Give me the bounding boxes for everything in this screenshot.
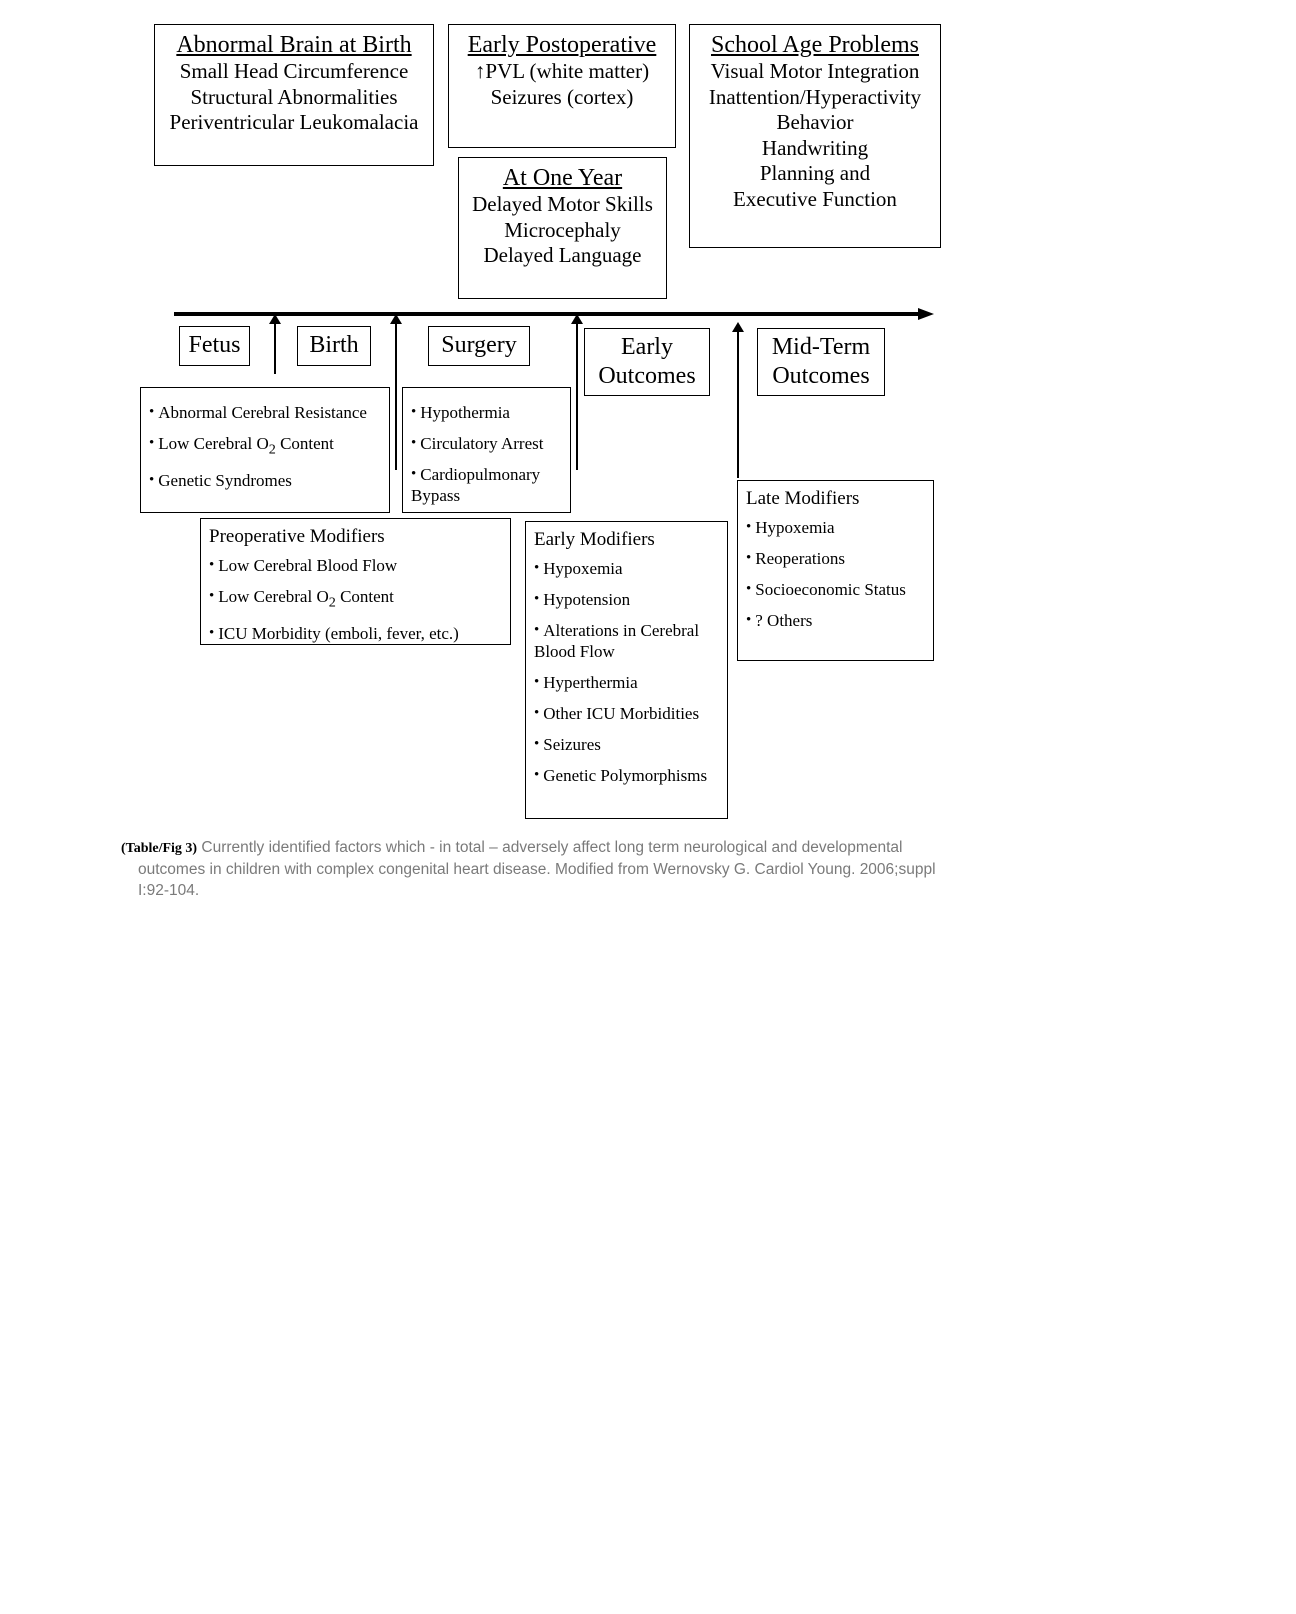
bullet-icon: • [746,519,752,535]
box-abnormal-brain-at-birth: Abnormal Brain at Birth Small Head Circu… [154,24,434,166]
box-late-modifiers: Late Modifiers •Hypoxemia •Reoperations … [737,480,934,661]
box-line: Executive Function [733,186,897,211]
bullet-icon: • [534,560,540,576]
box-early-postoperative: Early Postoperative ↑PVL (white matter) … [448,24,676,148]
caption-label: (Table/Fig 3) [121,841,198,856]
box-preoperative-modifiers: Preoperative Modifiers •Low Cerebral Blo… [200,518,511,645]
box-line: Seizures (cortex) [490,84,634,109]
bullet-icon: • [411,435,417,451]
box-title: At One Year [502,165,623,191]
timeline-marker-arrow [390,314,402,470]
stage-label: Outcomes [772,363,870,389]
box-school-age-problems: School Age Problems Visual Motor Integra… [689,24,941,248]
stage-midterm-outcomes: Mid-Term Outcomes [757,328,885,396]
timeline-arrow [174,308,934,320]
bullet-icon: • [149,435,155,451]
bullet-icon: • [534,591,540,607]
bullet-icon: • [411,466,417,482]
list-item: •Seizures [534,735,601,754]
box-line: Delayed Language [483,243,642,267]
list-item: •Genetic Polymorphisms [534,766,708,785]
box-title: School Age Problems [711,32,919,58]
bullet-icon: • [411,404,417,420]
stage-birth: Birth [297,326,371,366]
list-item: •Genetic Syndromes [149,471,292,491]
list-item: •Other ICU Morbidities [534,704,700,723]
stage-label: Surgery [441,332,517,358]
bullet-icon: • [746,581,752,597]
box-title: Early Postoperative [467,32,657,58]
list-item: •Hyperthermia [534,673,638,692]
bullet-icon: • [746,550,752,566]
box-line: Planning and [759,161,871,185]
box-line: Inattention/Hyperactivity [708,84,922,109]
list-item: •Socioeconomic Status [746,580,906,599]
bullet-icon: • [209,588,215,604]
bullet-icon: • [149,472,155,489]
box-line: Delayed Motor Skills [472,192,653,216]
list-item: •Circulatory Arrest [411,434,544,453]
bullet-icon: • [534,674,540,690]
box-at-one-year: At One Year Delayed Motor Skills Microce… [458,157,667,299]
list-item: •Alterations in Cerebral Blood Flow [534,621,700,661]
stage-surgery: Surgery [428,326,530,366]
list-item: •Hypoxemia [746,518,835,537]
box-line: Handwriting [761,135,869,160]
box-title: Late Modifiers [746,488,860,509]
bullet-icon: • [209,625,215,642]
bullet-icon: • [746,612,752,628]
stage-label: Outcomes [598,363,696,389]
caption-text: Currently identified factors which - in … [138,839,936,899]
box-early-modifiers: Early Modifiers •Hypoxemia •Hypotension … [525,521,728,819]
list-item: •Hypoxemia [534,559,623,578]
stage-fetus: Fetus [179,326,250,366]
list-item: •Cardiopulmonary Bypass [411,465,541,505]
box-title: Preoperative Modifiers [209,526,385,547]
list-item: •Low Cerebral O2 Content [209,587,394,611]
box-line: Behavior [776,110,854,134]
figure-caption: (Table/Fig 3) Currently identified facto… [121,837,958,901]
box-title: Abnormal Brain at Birth [176,32,412,58]
stage-label: Early [621,334,673,360]
timeline-marker-arrow [571,314,583,470]
timeline-marker-arrow [269,314,281,374]
bullet-icon: • [534,622,540,638]
box-line: ↑PVL (white matter) [474,59,650,83]
box-title: Early Modifiers [534,529,655,550]
list-item: •Abnormal Cerebral Resistance [149,403,367,422]
list-item: •ICU Morbidity (emboli, fever, etc.) [209,624,459,644]
box-line: Visual Motor Integration [710,59,920,83]
list-item: •Low Cerebral Blood Flow [209,556,398,575]
bullet-icon: • [209,557,215,573]
box-surgical-factors: •Hypothermia •Circulatory Arrest •Cardio… [402,387,571,513]
bullet-icon: • [534,705,540,721]
box-line: Structural Abnormalities [190,84,398,109]
stage-label: Fetus [188,332,241,358]
timeline-marker-arrow [732,322,744,478]
bullet-icon: • [149,404,155,420]
list-item: •Hypotension [534,590,631,609]
box-line: Small Head Circumference [179,59,409,83]
stage-early-outcomes: Early Outcomes [584,328,710,396]
bullet-icon: • [534,736,540,752]
list-item: •Reoperations [746,549,845,568]
list-item: •Hypothermia [411,403,510,422]
box-line: Microcephaly [504,217,621,242]
box-line: Periventricular Leukomalacia [169,110,419,134]
stage-label: Birth [309,332,359,358]
box-fetal-factors: •Abnormal Cerebral Resistance •Low Cereb… [140,387,390,513]
list-item: •? Others [746,611,813,630]
list-item: •Low Cerebral O2 Content [149,434,334,458]
stage-label: Mid-Term [771,334,871,360]
bullet-icon: • [534,767,540,783]
